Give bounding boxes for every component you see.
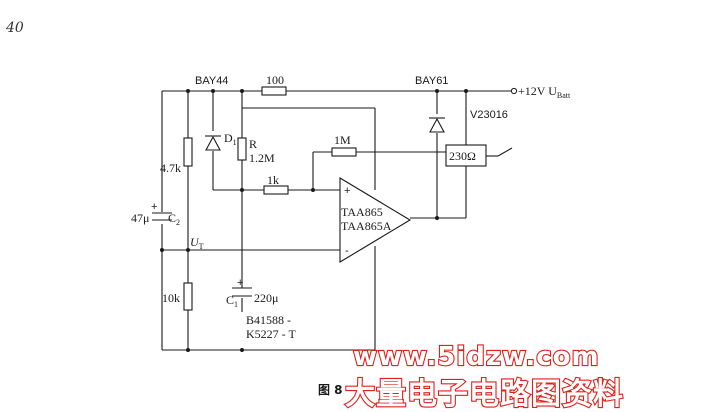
op-amp xyxy=(339,177,412,263)
label-part-2: K5227 - T xyxy=(246,327,296,341)
page-number: 40 xyxy=(5,20,24,36)
label-c2-value: 47μ xyxy=(131,211,149,225)
c2-plus: + xyxy=(151,201,157,213)
wires xyxy=(161,90,513,351)
resistor-r-1-2m xyxy=(237,137,247,161)
watermark-cn: 大量电子电路图资料 xyxy=(345,377,624,412)
label-r-value: 1.2M xyxy=(249,151,275,165)
resistor-1k xyxy=(263,185,289,195)
label-ut-sub: T xyxy=(199,242,204,251)
label-d1: D1 xyxy=(224,131,237,147)
supply-terminal xyxy=(510,87,518,95)
label-100: 100 xyxy=(266,73,284,87)
capacitor-c2 xyxy=(150,212,174,224)
label-1m: 1M xyxy=(334,133,351,147)
label-relay: 230Ω xyxy=(449,149,476,163)
label-part-1: B41588 - xyxy=(246,313,291,327)
watermark: www.5idzw.com 大量电子电路图资料 xyxy=(344,341,624,412)
resistor-4-7k xyxy=(183,137,193,167)
diode-bay61 xyxy=(429,117,445,133)
label-d1-sub: 1 xyxy=(233,138,237,147)
label-opamp-2: TAA865A xyxy=(341,219,392,233)
label-bay61: BAY61 xyxy=(415,75,448,87)
label-4-7k: 4.7k xyxy=(160,161,181,175)
label-opamp-1: TAA865 xyxy=(341,205,383,219)
opamp-minus: - xyxy=(345,245,349,257)
label-c1: C1 xyxy=(226,293,238,309)
resistor-10k xyxy=(183,282,193,311)
opamp-plus: + xyxy=(344,185,350,197)
watermark-url: www.5idzw.com xyxy=(353,342,600,372)
label-c1-sub: 1 xyxy=(234,300,238,309)
figure-caption: 图 8 xyxy=(318,383,343,397)
junctions xyxy=(160,89,468,352)
label-r: R xyxy=(249,137,257,151)
label-supply-sub: Batt xyxy=(557,91,571,100)
label-ut: UT xyxy=(190,235,204,251)
c1-plus: + xyxy=(237,277,243,289)
label-c2-sub: 2 xyxy=(176,218,180,227)
resistor-1m xyxy=(331,147,357,157)
diode-d1 xyxy=(205,135,221,151)
label-10k: 10k xyxy=(162,291,180,305)
relay-coil xyxy=(445,144,487,167)
capacitor-c1 xyxy=(232,287,252,297)
label-v23016: V23016 xyxy=(470,109,508,121)
label-1k: 1k xyxy=(267,173,279,187)
label-bay44: BAY44 xyxy=(195,75,228,87)
label-c1-value: 220μ xyxy=(254,291,278,305)
resistor-100 xyxy=(261,86,287,96)
label-c2: C2 xyxy=(168,211,180,227)
label-supply: +12V UBatt xyxy=(518,84,571,100)
